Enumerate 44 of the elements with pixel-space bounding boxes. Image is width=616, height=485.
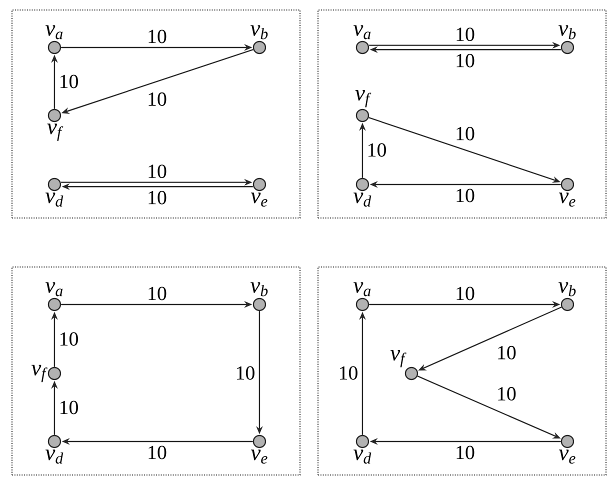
vertex-label: v$_{d}$ (45, 450, 64, 464)
edge-label: 10 (454, 52, 476, 69)
vertex-label: v$_{a}$ (353, 282, 371, 296)
edge-label: 10 (234, 364, 257, 382)
vertex-label: v$_{a}$ (45, 282, 63, 296)
edge-label: 10 (146, 91, 168, 108)
vertex-label: v$_{f}$ (47, 124, 64, 141)
vertex-label: v$_{e}$ (250, 450, 268, 464)
edge-label: 10 (454, 26, 476, 42)
edge-label: 10 (57, 330, 80, 348)
vertex-label: v$_{d}$ (353, 450, 372, 464)
vertex-label: v$_{f}$ (31, 364, 48, 382)
edge-label: 10 (57, 399, 80, 416)
edge-label: 10 (146, 444, 168, 461)
edge-label: 10 (365, 142, 388, 158)
edge-label: 10 (495, 344, 518, 361)
panel-frame (11, 266, 301, 476)
panel-frame (317, 9, 607, 219)
vertex-label: v$_{d}$ (353, 192, 372, 207)
vertex-label: v$_{e}$ (250, 192, 268, 207)
panel-frame (11, 9, 301, 219)
vertex-label: v$_{b}$ (558, 282, 576, 296)
edge-label: 10 (57, 73, 80, 90)
vertex-label: v$_{b}$ (250, 282, 268, 296)
vertex-label: v$_{e}$ (558, 450, 576, 464)
edge-label: 10 (336, 364, 360, 382)
edge-label: 10 (146, 285, 168, 302)
vertex-label: v$_{d}$ (45, 192, 64, 207)
edge-label: 10 (146, 163, 168, 180)
vertex-label: v$_{a}$ (353, 25, 371, 40)
vertex-label: v$_{f}$ (390, 350, 406, 368)
edge-label: 10 (146, 28, 168, 45)
vertex-label: v$_{e}$ (558, 192, 576, 207)
edge-label: 10 (454, 126, 476, 142)
vertex-label: v$_{b}$ (250, 25, 268, 40)
edge-label: 10 (454, 444, 476, 461)
vertex-label: v$_{a}$ (45, 25, 63, 40)
edge-label: 10 (495, 386, 518, 402)
edge-label: 10 (146, 190, 168, 206)
edge-label: 10 (454, 285, 476, 302)
panel-frame (317, 266, 607, 476)
edge-label: 10 (454, 187, 476, 204)
vertex-label: v$_{b}$ (558, 25, 576, 40)
vertex-label: v$_{f}$ (355, 90, 372, 108)
